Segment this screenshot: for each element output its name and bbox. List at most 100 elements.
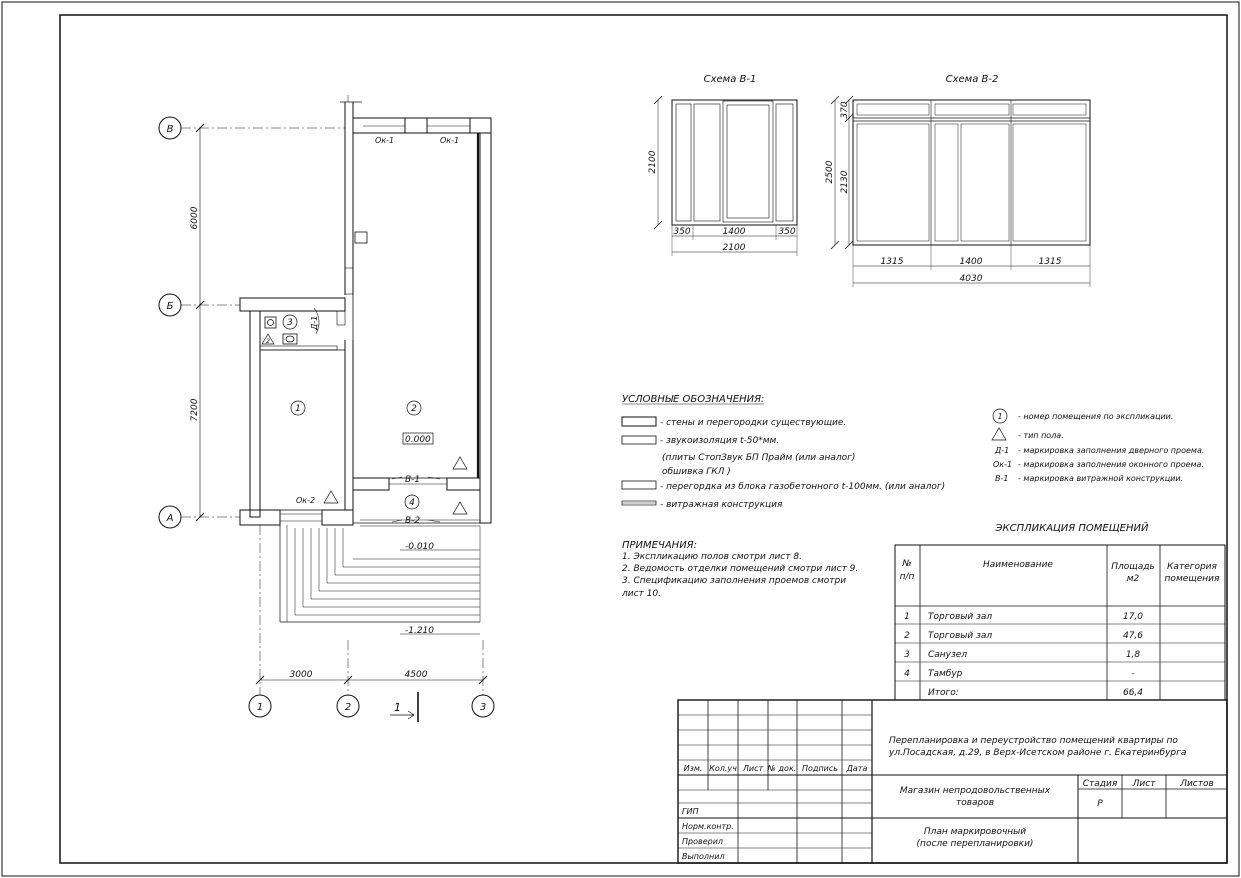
explication-title: ЭКСПЛИКАЦИЯ ПОМЕЩЕНИЙ bbox=[995, 521, 1149, 534]
legend-floor-type: - тип пола. bbox=[1018, 431, 1064, 440]
row-3-name: Санузел bbox=[928, 650, 967, 660]
floor-type-room4-icon bbox=[452, 501, 468, 515]
scheme-v2-h2: 2500 bbox=[825, 160, 835, 183]
floor-type-icon bbox=[991, 427, 1007, 441]
stamp-norm: Норм.контр. bbox=[682, 822, 734, 831]
table-row: 2 Торговый зал 47,6 bbox=[904, 631, 1143, 641]
notes: ПРИМЕЧАНИЯ: 1. Экспликацию полов смотри … bbox=[621, 540, 858, 599]
header-num-1: № bbox=[901, 559, 911, 569]
legend-sound-3: обшивка ГКЛ ) bbox=[662, 467, 731, 477]
legend-glass: - витражная конструкция bbox=[660, 500, 783, 510]
header-name: Наименование bbox=[983, 560, 1053, 570]
stamp-doc: № док. bbox=[767, 764, 797, 773]
axis-b-label: Б bbox=[167, 301, 174, 312]
floor-type-bathroom: 2 bbox=[266, 338, 270, 345]
row-2-name: Торговый зал bbox=[928, 631, 992, 641]
row-1-name: Торговый зал bbox=[928, 612, 992, 622]
note-2: 2. Ведомость отделки помещений смотри ли… bbox=[622, 564, 858, 574]
stamp-sheet-header: Лист bbox=[1132, 779, 1157, 789]
row-4-name: Тамбур bbox=[928, 669, 963, 679]
stamp-sheet-name-2: (после перепланировки) bbox=[917, 839, 1034, 849]
dim-7200: 7200 bbox=[190, 398, 200, 421]
stamp-sheet-name-1: План маркировочный bbox=[924, 827, 1026, 837]
scheme-v1-height: 2100 bbox=[648, 150, 658, 173]
glazing-v2: В-2 bbox=[405, 516, 420, 526]
legend-glazing: - маркировка витражной конструкции. bbox=[1018, 474, 1183, 483]
header-cat-2: помещения bbox=[1165, 574, 1220, 584]
table-row: 4 Тамбур - bbox=[904, 669, 1134, 679]
header-area-2: м2 bbox=[1127, 574, 1140, 584]
axis-v-label: В bbox=[167, 124, 174, 135]
header-area-1: Площадь bbox=[1111, 562, 1155, 572]
floor-type-room1-icon bbox=[323, 490, 339, 504]
table-row: 3 Санузел 1,8 bbox=[904, 650, 1140, 660]
scheme-v1-total: 2100 bbox=[723, 243, 746, 253]
row-4-area: - bbox=[1131, 669, 1134, 679]
legend-glazing-code: В-1 bbox=[995, 474, 1008, 483]
floor-plan: В Б А 6000 7200 bbox=[158, 95, 495, 722]
axis-2-label: 2 bbox=[345, 702, 351, 713]
stamp-project-1: Перепланировка и переустройство помещени… bbox=[889, 736, 1178, 746]
row-1-num: 1 bbox=[904, 612, 910, 622]
row-3-area: 1,8 bbox=[1126, 650, 1141, 660]
dim-3000: 3000 bbox=[290, 670, 313, 680]
door-d1: Д-1 bbox=[310, 316, 319, 331]
stamp-gip: ГИП bbox=[682, 807, 698, 816]
axis-a-label: А bbox=[166, 513, 174, 524]
legend-door: - маркировка заполнения дверного проема. bbox=[1018, 446, 1204, 455]
scheme-v2-w1: 1315 bbox=[881, 257, 904, 267]
table-row: 1 Торговый зал 17,0 bbox=[904, 612, 1143, 622]
dim-6000: 6000 bbox=[190, 206, 200, 229]
legend-room-number: - номер помещения по экспликации. bbox=[1018, 412, 1173, 421]
row-2-area: 47,6 bbox=[1123, 631, 1143, 641]
notes-title: ПРИМЕЧАНИЯ: bbox=[622, 540, 697, 551]
room-2-number: 2 bbox=[411, 404, 417, 414]
stamp-izm: Изм. bbox=[684, 764, 703, 773]
stamp-date: Дата bbox=[846, 764, 868, 773]
scheme-v2-w2: 1400 bbox=[960, 257, 983, 267]
stamp-sign: Подпись bbox=[802, 764, 838, 773]
scheme-v2-title: Схема В-2 bbox=[946, 74, 999, 85]
window-ok1-right: Ок-1 bbox=[440, 136, 459, 145]
legend-sound-2: (плиты СтопЗвук БП Прайм (или аналог) bbox=[662, 453, 855, 463]
stamp-object-2: товаров bbox=[956, 798, 994, 808]
legend: УСЛОВНЫЕ ОБОЗНАЧЕНИЯ: - стены и перегоро… bbox=[621, 394, 1204, 510]
title-block: Изм. Кол.уч Лист № док. Подпись Дата ГИП… bbox=[677, 699, 1228, 864]
legend-walls: - стены и перегородки существующие. bbox=[660, 418, 846, 428]
legend-title: УСЛОВНЫЕ ОБОЗНАЧЕНИЯ: bbox=[622, 394, 764, 405]
legend-window: - маркировка заполнения оконного проема. bbox=[1018, 460, 1204, 469]
legend-window-code: Ок-1 bbox=[993, 460, 1012, 469]
stamp-stage-header: Стадия bbox=[1083, 779, 1118, 789]
floor-type-room2-icon bbox=[452, 456, 468, 470]
room-3-number: 3 bbox=[287, 318, 293, 328]
header-num-2: п/п bbox=[900, 572, 915, 582]
stamp-kol: Кол.уч bbox=[709, 764, 737, 773]
scheme-v1-w1: 350 bbox=[673, 227, 690, 237]
dim-4500: 4500 bbox=[405, 670, 428, 680]
scheme-v1-w2: 1400 bbox=[723, 227, 746, 237]
window-ok2: Ок-2 bbox=[296, 496, 315, 505]
explication-table: ЭКСПЛИКАЦИЯ ПОМЕЩЕНИЙ № п/п Наименование… bbox=[894, 521, 1226, 701]
total-name: Итого: bbox=[928, 688, 959, 698]
stamp-list: Лист bbox=[742, 764, 764, 773]
entrance-stairs bbox=[279, 525, 481, 623]
stamp-stage: Р bbox=[1097, 799, 1103, 809]
scheme-v2-h1: 370 bbox=[840, 101, 850, 118]
axis-3-label: 3 bbox=[480, 702, 486, 713]
row-1-area: 17,0 bbox=[1123, 612, 1143, 622]
row-4-num: 4 bbox=[904, 669, 910, 679]
section-mark: 1 bbox=[394, 701, 401, 714]
scheme-v2-h3: 2130 bbox=[840, 170, 850, 193]
axis-1-label: 1 bbox=[257, 702, 263, 713]
stamp-exec: Выполнил bbox=[682, 852, 725, 861]
level-0010: -0.010 bbox=[405, 542, 434, 552]
scheme-v1-w3: 350 bbox=[778, 227, 795, 237]
room-4-number: 4 bbox=[409, 498, 415, 508]
legend-door-code: Д-1 bbox=[994, 446, 1009, 455]
scheme-v1: Схема В-1 2100 350 1400 350 2100 bbox=[648, 74, 798, 256]
total-area: 66,4 bbox=[1123, 688, 1143, 698]
scheme-v2: Схема В-2 370 2500 2130 1315 1400 1315 4… bbox=[825, 74, 1091, 287]
stamp-check: Проверил bbox=[682, 837, 723, 846]
